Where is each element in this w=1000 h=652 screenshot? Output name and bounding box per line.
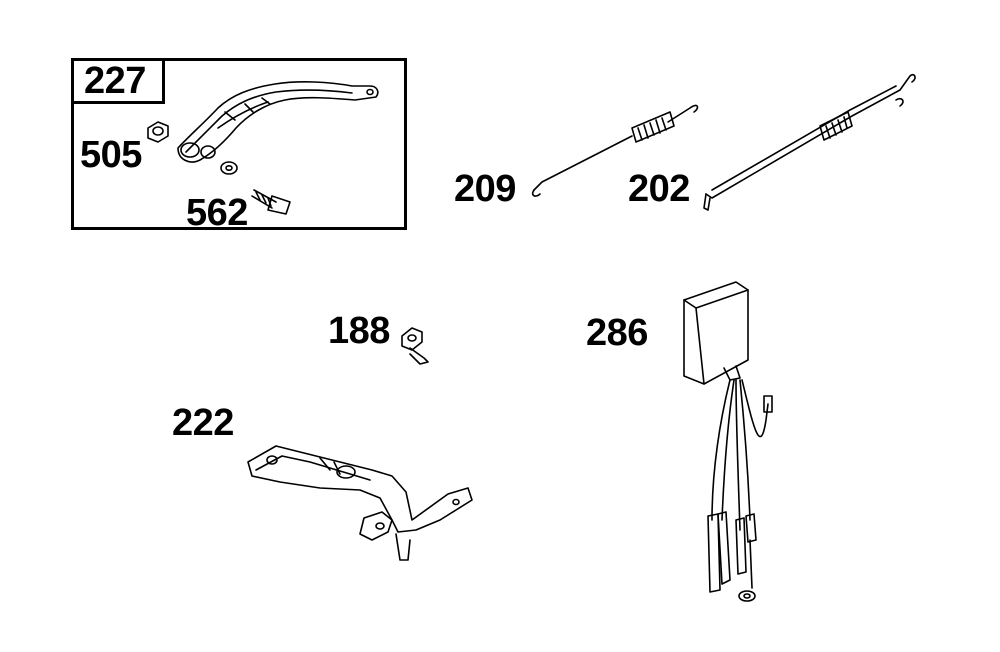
callout-227: 227	[84, 60, 146, 102]
link-rod-drawing	[704, 75, 915, 210]
callout-562: 562	[186, 192, 248, 234]
bracket-drawing	[248, 446, 472, 560]
control-lever-drawing	[178, 82, 378, 162]
spring-drawing	[533, 105, 698, 196]
screw-drawing	[402, 328, 428, 364]
callout-286: 286	[586, 312, 648, 354]
callout-188: 188	[328, 310, 390, 352]
module-drawing	[684, 282, 772, 601]
callout-505: 505	[80, 134, 142, 176]
callout-222: 222	[172, 402, 234, 444]
kit-frame	[71, 58, 407, 230]
nut-drawing	[148, 122, 168, 142]
washer-drawing	[221, 162, 237, 174]
kit-label-frame	[71, 58, 165, 104]
callout-202: 202	[628, 168, 690, 210]
callout-209: 209	[454, 168, 516, 210]
bolt-drawing	[252, 190, 290, 214]
